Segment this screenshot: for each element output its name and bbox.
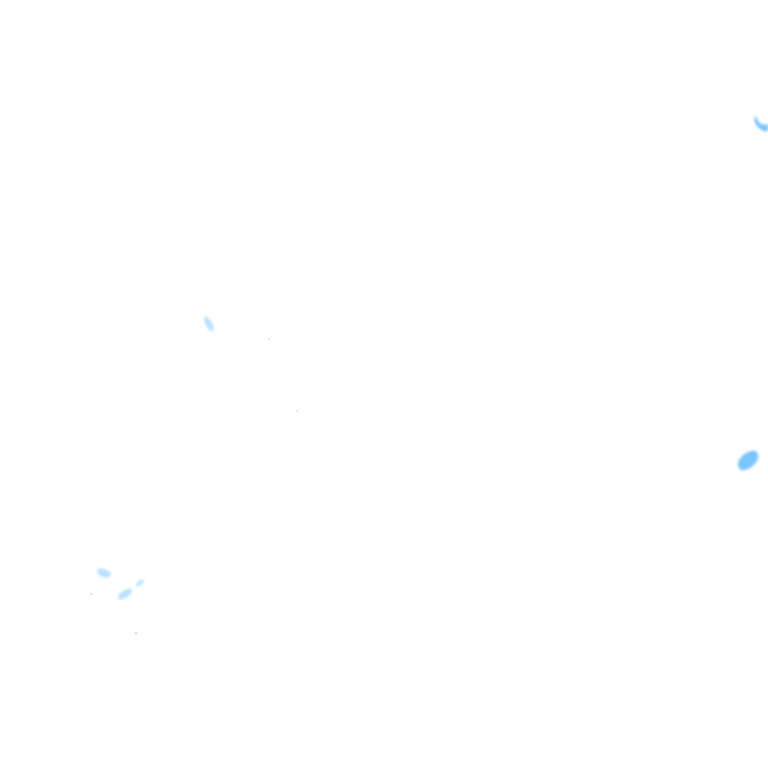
paint-smudge [118,588,132,600]
paint-smudge [97,568,111,578]
speck [90,593,93,595]
speck [134,632,138,634]
speck [296,410,298,412]
paint-smudge [135,579,145,587]
speck [268,338,270,340]
paint-smudge [738,450,759,471]
paint-smudge [204,316,214,332]
paint-smudge [754,116,768,132]
